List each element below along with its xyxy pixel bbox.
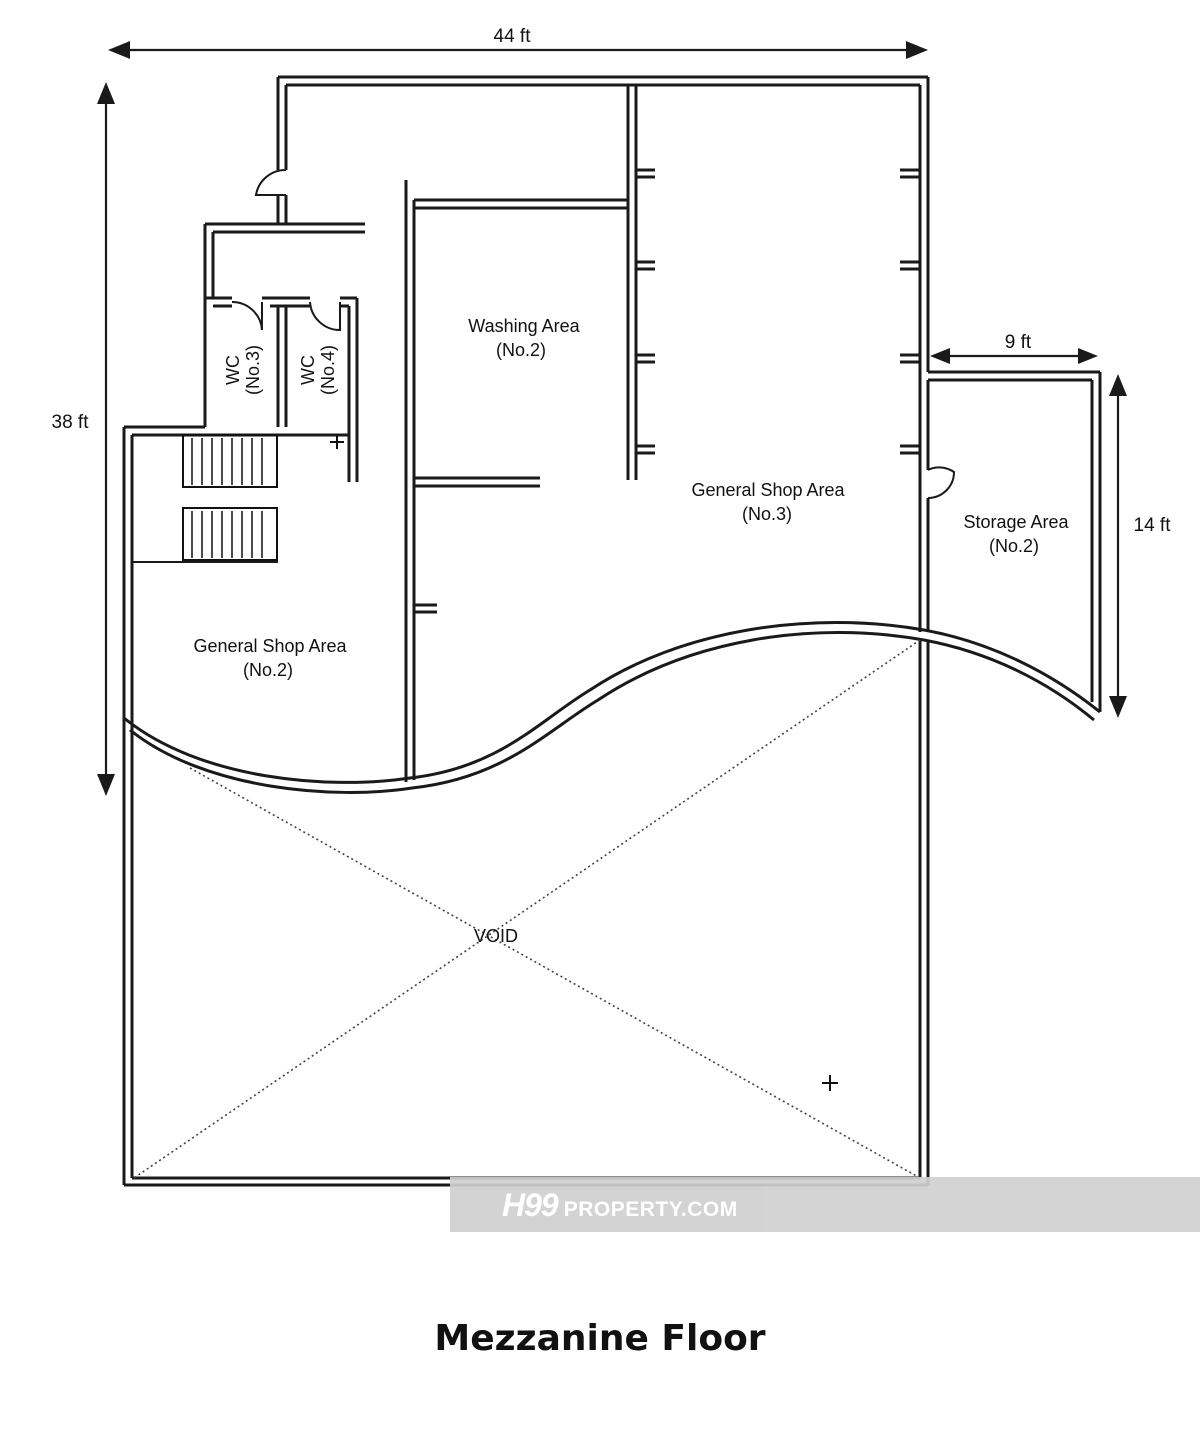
dimension-width-44ft: 44 ft <box>108 26 928 59</box>
level-marker-lower <box>822 1075 838 1091</box>
wc3-number: (No.3) <box>243 345 263 395</box>
curved-balcony-wall <box>123 621 1101 794</box>
wc-walls <box>203 296 359 482</box>
dimension-storage-height-14ft: 14 ft <box>1109 374 1171 718</box>
void-label: VOID <box>474 926 518 946</box>
shop-area-2-number: (No.2) <box>243 660 293 680</box>
washing-area-number: (No.2) <box>496 340 546 360</box>
wc4-number: (No.4) <box>318 345 338 395</box>
label-wc-no3: WC (No.3) <box>223 345 263 395</box>
storage-area-number: (No.2) <box>989 536 1039 556</box>
wc3-name: WC <box>223 355 243 385</box>
dimension-height-38ft: 38 ft <box>52 82 115 796</box>
dimension-label-storage-width: 9 ft <box>1005 332 1032 353</box>
shop-area-3-label: General Shop Area <box>691 480 845 500</box>
dimension-storage-width-9ft: 9 ft <box>930 332 1098 364</box>
outer-walls <box>122 75 930 1187</box>
shop-area-3-number: (No.3) <box>742 504 792 524</box>
interior-walls <box>404 85 920 782</box>
staircase <box>132 434 278 563</box>
label-wc-no4: WC (No.4) <box>298 345 338 395</box>
storage-walls <box>926 370 1102 712</box>
dimension-label-height: 38 ft <box>52 412 90 433</box>
dimension-label-storage-height: 14 ft <box>1134 515 1172 536</box>
storage-area-label: Storage Area <box>963 512 1069 532</box>
washing-area-label: Washing Area <box>468 316 580 336</box>
watermark-brand: H99 <box>502 1187 559 1223</box>
dimension-label-width: 44 ft <box>494 26 532 47</box>
watermark-domain: PROPERTY.COM <box>563 1198 738 1221</box>
void-diagonals <box>133 639 921 1179</box>
level-marker-upper <box>330 435 344 449</box>
shop-area-2-label: General Shop Area <box>193 636 347 656</box>
wc4-name: WC <box>298 355 318 385</box>
page-title: Mezzanine Floor <box>434 1318 766 1359</box>
